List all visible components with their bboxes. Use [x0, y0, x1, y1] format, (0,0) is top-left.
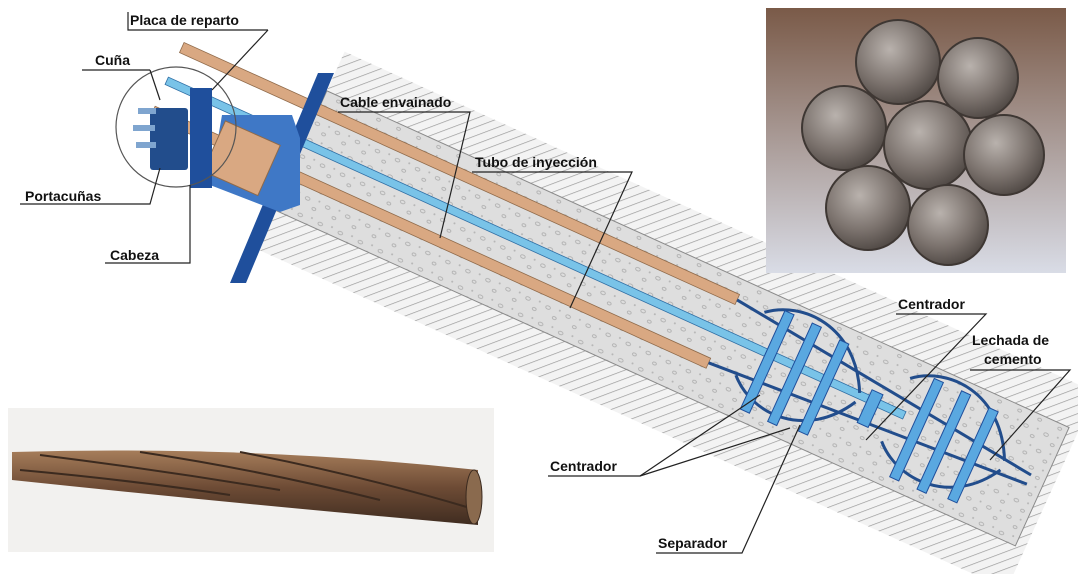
label-cable-envainado: Cable envainado — [340, 94, 451, 110]
label-placa-de-reparto: Placa de reparto — [130, 12, 239, 28]
label-centrador-top: Centrador — [898, 296, 965, 312]
strand-cross-section-photo — [766, 8, 1066, 273]
label-lechada-line2: cemento — [984, 351, 1042, 367]
bearing-plate — [190, 88, 212, 188]
wedge-stub-1 — [138, 108, 156, 114]
label-tubo-de-inyeccion: Tubo de inyección — [475, 154, 597, 170]
strand-side-view-photo — [8, 408, 494, 552]
label-centrador-bottom: Centrador — [550, 458, 617, 474]
label-cuna: Cuña — [95, 52, 130, 68]
label-cabeza: Cabeza — [110, 247, 159, 263]
label-separador: Separador — [658, 535, 728, 551]
wedge-stub-3 — [136, 142, 156, 148]
label-lechada-line1: Lechada de — [972, 332, 1049, 348]
wedge-stub-2 — [133, 125, 155, 131]
portacunas-block — [150, 108, 188, 170]
label-portacunas: Portacuñas — [25, 188, 101, 204]
